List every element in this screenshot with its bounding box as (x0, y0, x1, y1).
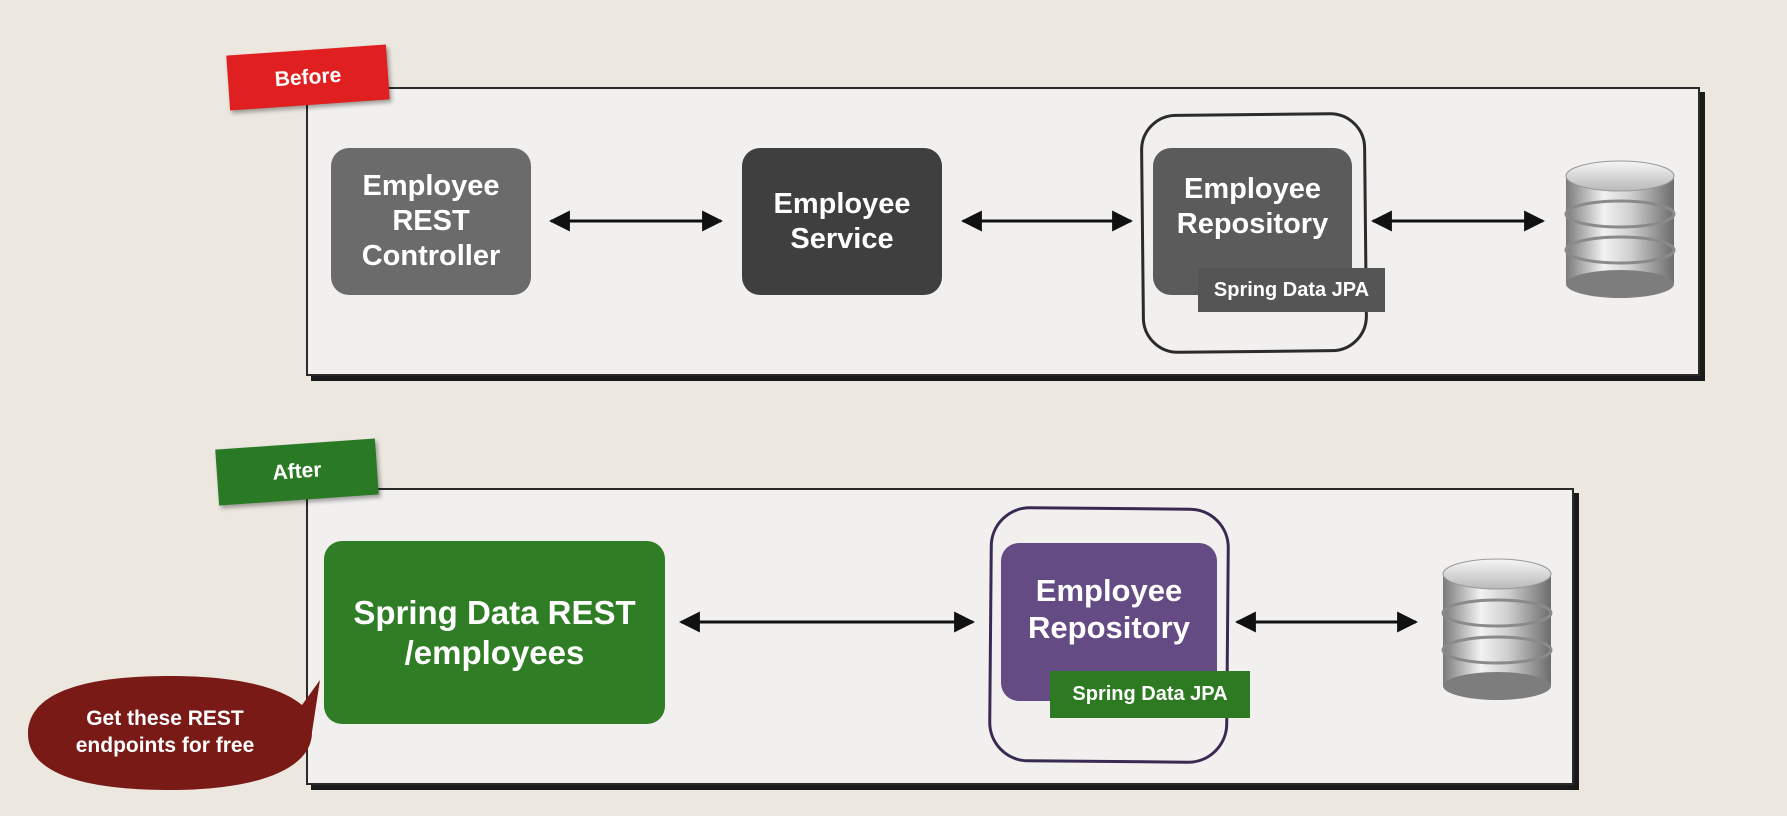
callout-bubble (20, 672, 320, 792)
before-panel (306, 87, 1700, 376)
spring-data-jpa-badge-after: Spring Data JPA (1050, 671, 1250, 718)
callout-text: Get these REST endpoints for free (75, 706, 255, 757)
employee-service-box: Employee Service (742, 148, 942, 295)
spring-data-rest-box: Spring Data REST /employees (324, 541, 665, 724)
employee-rest-controller-box: Employee REST Controller (331, 148, 531, 295)
database-icon-after (1441, 558, 1553, 700)
spring-data-jpa-badge: Spring Data JPA (1198, 268, 1385, 312)
database-icon (1564, 160, 1676, 298)
callout-shape (28, 676, 320, 790)
